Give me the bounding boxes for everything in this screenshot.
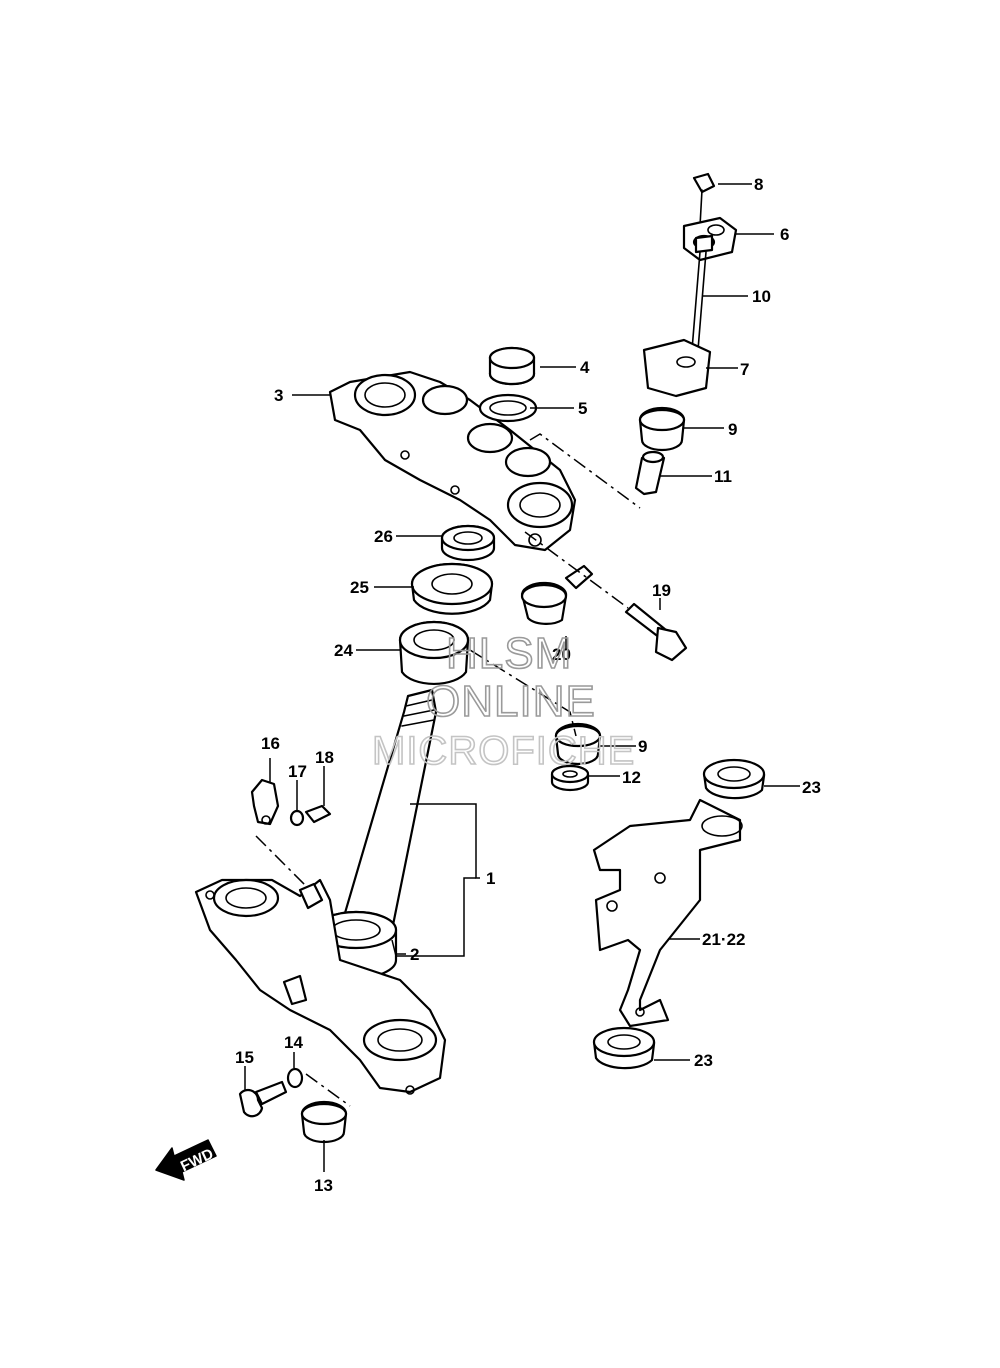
callout-7: 7 <box>740 360 749 379</box>
callout-4: 4 <box>580 358 590 377</box>
callout-2: 2 <box>410 945 419 964</box>
callout-10: 10 <box>752 287 771 306</box>
callout-11: 11 <box>714 467 732 486</box>
watermark-line-3: MICROFICHE <box>372 729 635 773</box>
bearing <box>398 620 470 686</box>
pinch-bolt <box>624 602 688 662</box>
dust-seal <box>410 562 494 615</box>
side-bracket <box>592 798 743 1028</box>
handlebar-holder-stack <box>634 172 738 496</box>
steering-nut <box>440 524 496 562</box>
lower-side-grommet <box>592 1026 656 1070</box>
callout-15: 15 <box>235 1048 254 1067</box>
callout-24: 24 <box>334 641 353 660</box>
lower-bracket <box>194 878 447 1095</box>
lower-cushion <box>554 722 602 766</box>
watermark-line-2: ONLINE <box>426 677 596 726</box>
callout-16: 16 <box>261 734 280 753</box>
washer-part <box>478 393 538 423</box>
callout-19: 19 <box>652 581 671 600</box>
hose-clamp <box>250 778 280 826</box>
assembly-lines <box>255 433 641 1107</box>
upper-bracket <box>328 370 577 552</box>
callout-1: 1 <box>486 869 495 888</box>
callout-3: 3 <box>274 386 283 405</box>
callout-9-upper: 9 <box>728 420 737 439</box>
fwd-arrow-badge: FWD <box>155 1139 217 1181</box>
clip-grommet <box>520 564 594 625</box>
callout-12: 12 <box>622 768 641 787</box>
callout-17: 17 <box>288 762 307 781</box>
callout-6: 6 <box>780 225 789 244</box>
watermark-line-1: HLSM <box>446 629 572 678</box>
callout-26: 26 <box>374 527 393 546</box>
callout-23-lower: 23 <box>694 1051 713 1070</box>
leader-lines <box>244 183 800 1172</box>
callout-21-22: 21·22 <box>702 930 745 949</box>
watermark: HLSM ONLINE MICROFICHE <box>371 628 635 774</box>
callout-20: 20 <box>552 645 571 664</box>
upper-grommet <box>702 758 766 800</box>
callout-18: 18 <box>315 748 334 767</box>
callout-14: 14 <box>284 1033 303 1052</box>
small-washer <box>289 809 305 827</box>
lower-washer <box>286 1067 304 1089</box>
callout-8: 8 <box>754 175 763 194</box>
callout-5: 5 <box>578 399 587 418</box>
lower-grommet <box>300 1100 348 1144</box>
callout-labels: 1 2 3 4 5 6 7 8 9 9 10 11 12 13 14 15 16… <box>235 175 821 1195</box>
small-bolt <box>304 804 332 824</box>
callout-13: 13 <box>314 1176 333 1195</box>
callout-9-lower: 9 <box>638 737 647 756</box>
callout-25: 25 <box>350 578 369 597</box>
lower-nut <box>550 764 590 792</box>
cap-part <box>488 346 536 386</box>
lower-bolt <box>238 1080 288 1118</box>
callout-23-upper: 23 <box>802 778 821 797</box>
